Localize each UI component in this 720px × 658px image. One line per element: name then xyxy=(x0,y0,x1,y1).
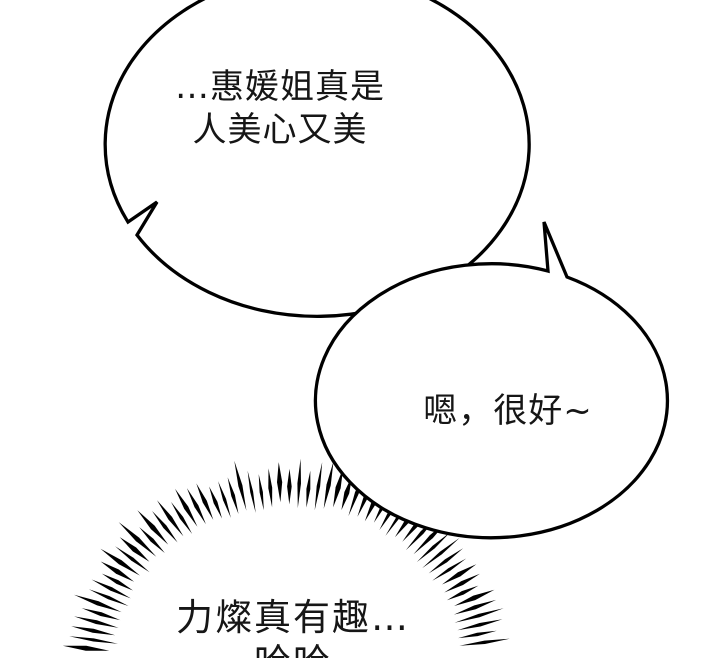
burst-spike xyxy=(247,470,256,513)
burst-spike xyxy=(118,522,157,557)
excitement-burst-lines xyxy=(62,458,510,651)
burst-spike xyxy=(209,486,222,519)
burst-spike xyxy=(422,537,460,569)
burst-spike xyxy=(157,500,184,537)
burst-spike xyxy=(81,608,121,621)
burst-spike xyxy=(100,561,135,582)
burst-spike xyxy=(314,462,323,511)
speech-text-line: 哈哈 xyxy=(176,640,410,658)
burst-spike xyxy=(234,460,247,511)
burst-spike xyxy=(459,638,510,646)
burst-spike xyxy=(152,511,178,543)
burst-spike xyxy=(442,564,477,585)
burst-spike xyxy=(454,608,504,623)
speech-bubble-bottom-text: 力燦真有趣… 哈哈 xyxy=(176,595,410,658)
burst-spike xyxy=(432,558,467,581)
speech-bubble-middle-outline xyxy=(313,221,670,540)
burst-spike xyxy=(416,532,451,562)
burst-spike xyxy=(74,594,122,613)
burst-spike xyxy=(88,589,129,607)
burst-spike xyxy=(137,510,169,545)
speech-text-line: 嗯，很好~ xyxy=(423,391,593,431)
burst-spike xyxy=(457,619,503,631)
burst-spike xyxy=(196,483,214,520)
burst-spike xyxy=(115,546,150,573)
speech-bubble-top-outline xyxy=(103,0,531,318)
speech-text-line: …惠媛姐真是 xyxy=(175,67,385,107)
burst-spike xyxy=(91,579,131,599)
burst-spike xyxy=(175,488,198,527)
burst-spike xyxy=(69,636,118,644)
burst-spike xyxy=(458,630,497,639)
burst-spike xyxy=(277,462,283,503)
burst-spike xyxy=(227,477,239,514)
burst-spike xyxy=(287,468,292,505)
burst-spike xyxy=(297,458,301,508)
burst-spike xyxy=(100,548,140,576)
burst-spike xyxy=(218,481,231,518)
burst-spike xyxy=(444,573,480,593)
burst-spike xyxy=(74,616,119,628)
burst-spike xyxy=(268,468,273,508)
burst-spike xyxy=(171,501,193,534)
burst-spike xyxy=(306,470,311,508)
speech-bubble-top-text: …惠媛姐真是 人美心又美 xyxy=(175,66,385,152)
burst-spike xyxy=(186,488,206,525)
burst-spike xyxy=(453,599,497,615)
burst-spike xyxy=(119,537,150,562)
speech-text-line: 力燦真有趣… xyxy=(176,596,410,639)
burst-spike xyxy=(71,626,116,636)
burst-spike xyxy=(454,589,495,606)
burst-spike xyxy=(101,573,133,591)
burst-spike xyxy=(333,468,344,508)
speech-text-line: 人美心又美 xyxy=(192,110,368,150)
burst-spike xyxy=(428,548,464,574)
burst-spike xyxy=(62,645,110,651)
burst-spike xyxy=(258,474,264,511)
burst-spike xyxy=(139,527,165,553)
burst-spike xyxy=(446,585,479,601)
speech-bubble-middle-text: 嗯，很好~ xyxy=(423,390,593,433)
burst-spike xyxy=(323,461,334,509)
